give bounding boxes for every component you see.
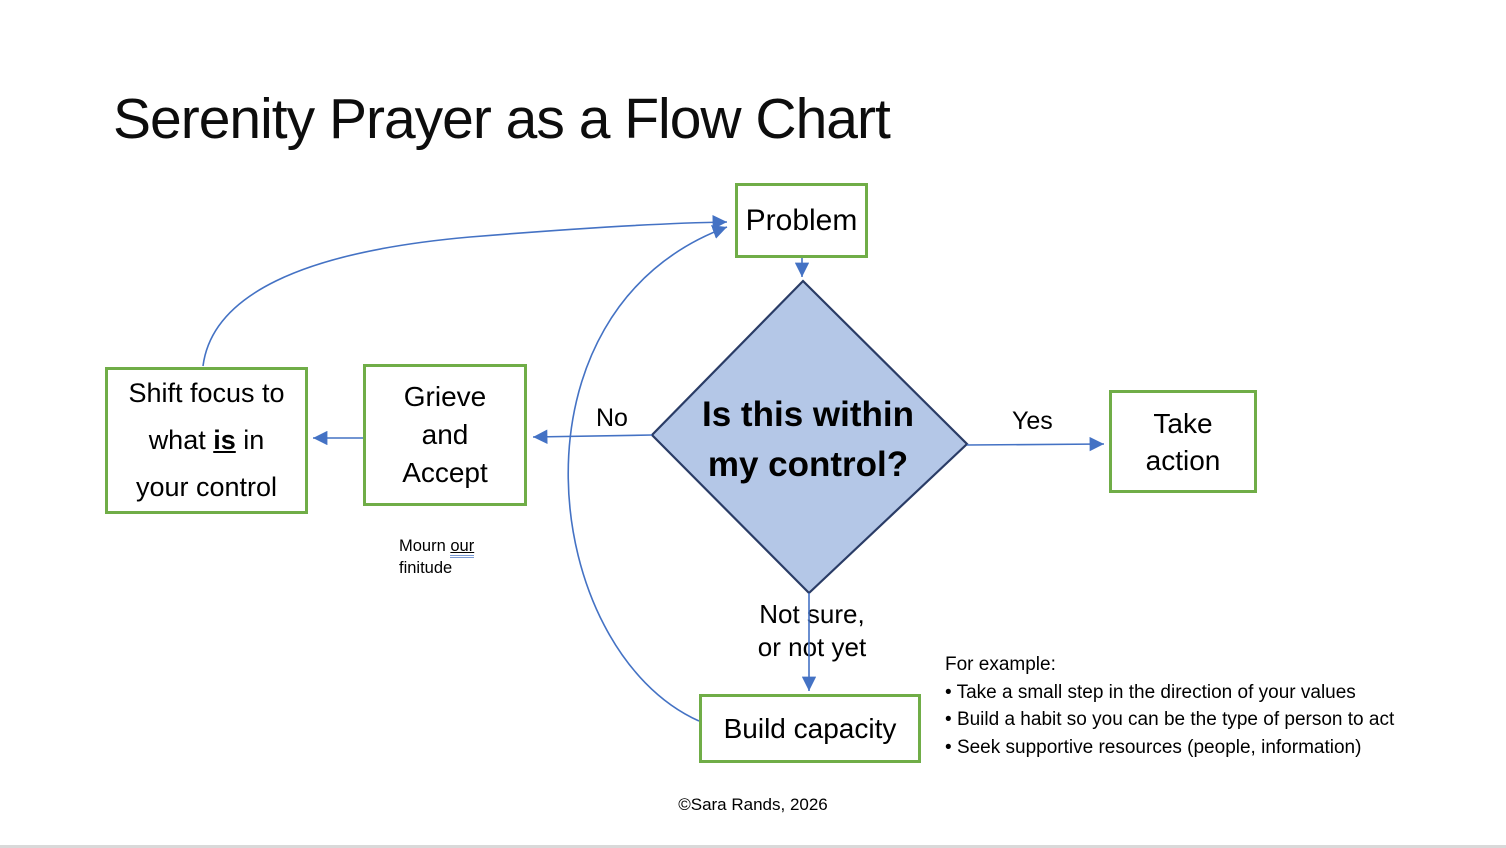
edge-label-not-sure: Not sure, or not yet xyxy=(757,599,867,662)
example-item: Build a habit so you can be the type of … xyxy=(945,706,1394,734)
build-capacity-label: Build capacity xyxy=(723,712,897,744)
shift-focus-line3: your control xyxy=(135,472,278,502)
flow-node-shift-focus: Shift focus to what is in your control xyxy=(105,367,308,514)
arrow-decision-to-grieve xyxy=(532,429,653,444)
emphasized-is: is xyxy=(213,425,236,455)
examples-title: For example: xyxy=(945,654,1056,675)
edge-label-yes: Yes xyxy=(1012,407,1053,435)
decision-question: Is this within my control? xyxy=(702,395,914,484)
annotation-mourn-our-finitude: Mourn our finitude xyxy=(399,537,475,577)
grieve-line1: Grieve xyxy=(403,381,487,412)
arrow-decision-to-take-action xyxy=(966,436,1105,452)
shift-focus-line2: what is in xyxy=(148,425,265,455)
flow-node-problem: Problem xyxy=(735,183,868,258)
problem-label: Problem xyxy=(745,203,858,237)
grieve-line3: Accept xyxy=(402,457,488,488)
grieve-line2: and xyxy=(421,419,469,450)
copyright-credit: ©Sara Rands, 2026 xyxy=(678,795,828,814)
page-title: Serenity Prayer as a Flow Chart xyxy=(113,87,891,151)
edge-label-no: No xyxy=(596,404,628,432)
flow-node-take-action: Take action xyxy=(1109,390,1257,493)
flow-node-build-capacity: Build capacity xyxy=(699,694,921,763)
take-action-line2: action xyxy=(1145,444,1221,476)
arrow-shift-focus-to-problem xyxy=(202,215,728,367)
examples-block: For example: Take a small step in the di… xyxy=(945,651,1394,761)
flow-node-grieve-and-accept: Grieve and Accept xyxy=(363,364,527,506)
take-action-line1: Take xyxy=(1153,407,1213,439)
slide-bottom-edge xyxy=(0,845,1506,848)
grammar-marked-word: our xyxy=(450,537,475,558)
example-item: Take a small step in the direction of yo… xyxy=(945,679,1394,707)
example-item: Seek supportive resources (people, infor… xyxy=(945,734,1394,762)
shift-focus-line1: Shift focus to xyxy=(128,378,285,408)
